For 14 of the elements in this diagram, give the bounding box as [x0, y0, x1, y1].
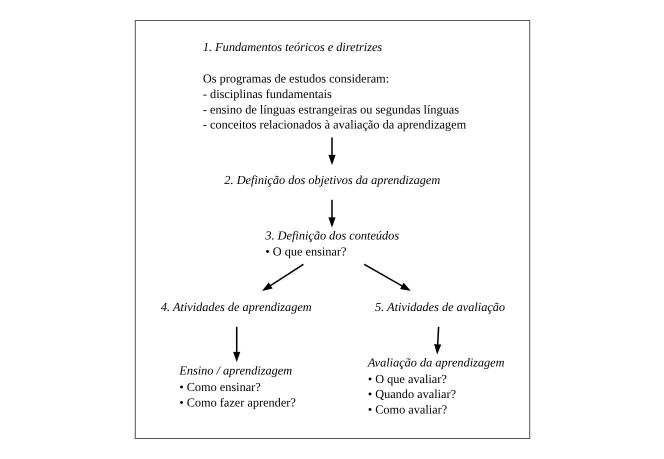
node-text: 1. Fundamentos teóricos e diretrizes Os programas de estudos consideram: - disciplinas fundamentais - ensino de línguas estrangeiras ou segundas línguas - conceitos relacionados à avaliação da aprendizagem: [202, 40, 466, 132]
arrow: [262, 264, 304, 292]
cluster: [134, 20, 530, 439]
arrow: [328, 137, 336, 166]
arrow: [328, 200, 336, 228]
node-text: Ensino / aprendizagem • Como ensinar? • Como fazer aprender?: [178, 364, 296, 410]
node-text: 4. Atividades de aprendizagem: [160, 300, 312, 314]
node-text: Avaliação da aprendizagem • O que avaliar? • Quando avaliar? • Como avaliar?: [367, 355, 504, 416]
node-text: 2. Definição dos objetivos da aprendizagem: [224, 173, 440, 188]
node-text: 5. Atividades de avaliação: [374, 300, 505, 314]
arrow: [434, 326, 441, 355]
arrow: [232, 326, 240, 362]
arrow: [363, 264, 410, 291]
node-text: 3. Definição dos conteúdos • O que ensinar?: [264, 228, 399, 259]
